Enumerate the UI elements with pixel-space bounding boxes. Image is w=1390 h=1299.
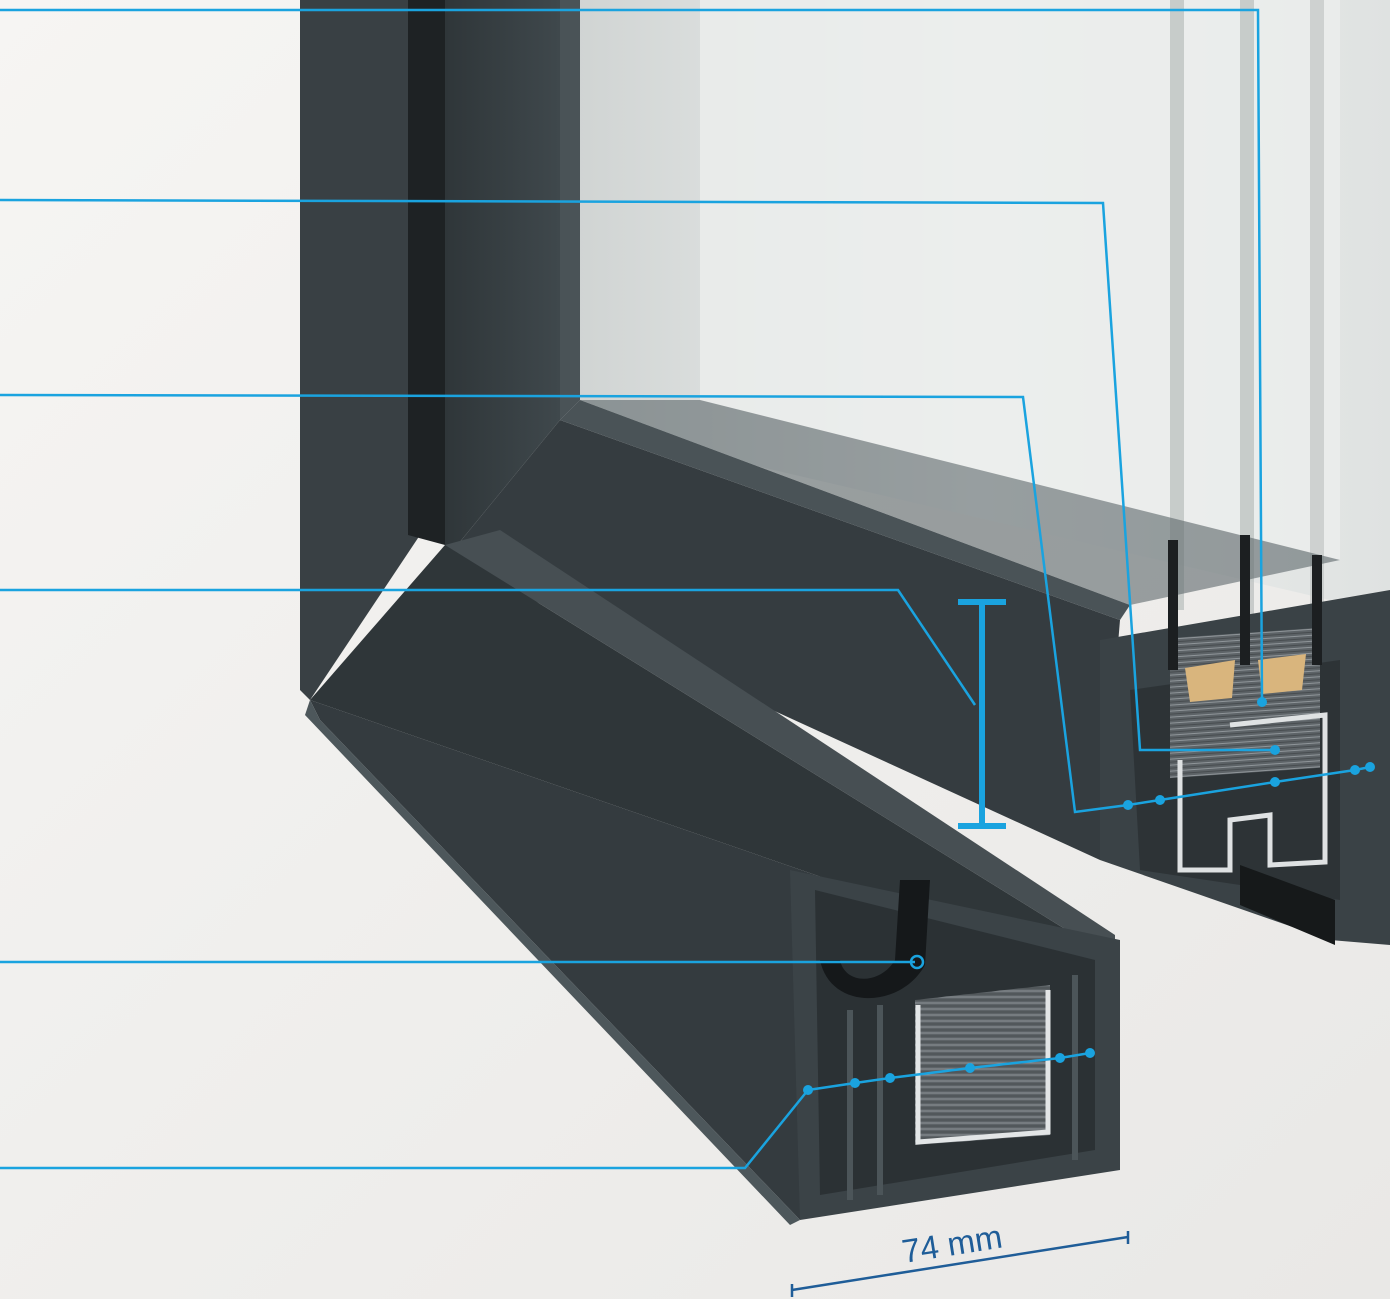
- dot-frame-chamber: [885, 1073, 895, 1083]
- dot-frame-chamber: [803, 1085, 813, 1095]
- frame-gasket: [820, 880, 930, 999]
- dot-sash-chamber: [1365, 762, 1375, 772]
- dot-frame-chamber: [1055, 1053, 1065, 1063]
- frame-cross-section: [790, 870, 1120, 1220]
- dot-sash-chamber: [1155, 795, 1165, 805]
- dot-sash-steel: [1270, 745, 1280, 755]
- frame-steel-reinforcement: [915, 985, 1050, 1145]
- dot-sash-chamber: [1350, 765, 1360, 775]
- warm-edge-spacer: [1258, 654, 1306, 694]
- dot-sash-chamber: [1270, 777, 1280, 787]
- dot-sash-chamber: [1123, 800, 1133, 810]
- dot-frame-chamber: [850, 1078, 860, 1088]
- dot-frame-chamber: [1085, 1048, 1095, 1058]
- sash-height-marker: [958, 599, 1006, 829]
- leader-warm-edge-spacer: [0, 8, 1264, 703]
- leader-sash-steel: [0, 198, 1275, 752]
- sash-horizontal: [445, 400, 1340, 860]
- callout-leaders: [0, 8, 1371, 1170]
- leader-sash-height: [0, 588, 977, 706]
- vertical-frame: [300, 0, 580, 700]
- leader-frame-chambers: [0, 1089, 809, 1170]
- dot-gasket: [909, 954, 925, 970]
- dimension-line: [791, 1235, 1129, 1292]
- sash-cross-section: [1100, 535, 1390, 945]
- leader-sash-chambers: [0, 393, 1129, 814]
- warm-edge-spacer: [1185, 660, 1235, 702]
- callout-dots: [803, 697, 1375, 1095]
- dot-warm-edge-spacer: [1257, 697, 1267, 707]
- frame-chamber-line: [807, 1051, 1091, 1092]
- dot-frame-chamber: [965, 1063, 975, 1073]
